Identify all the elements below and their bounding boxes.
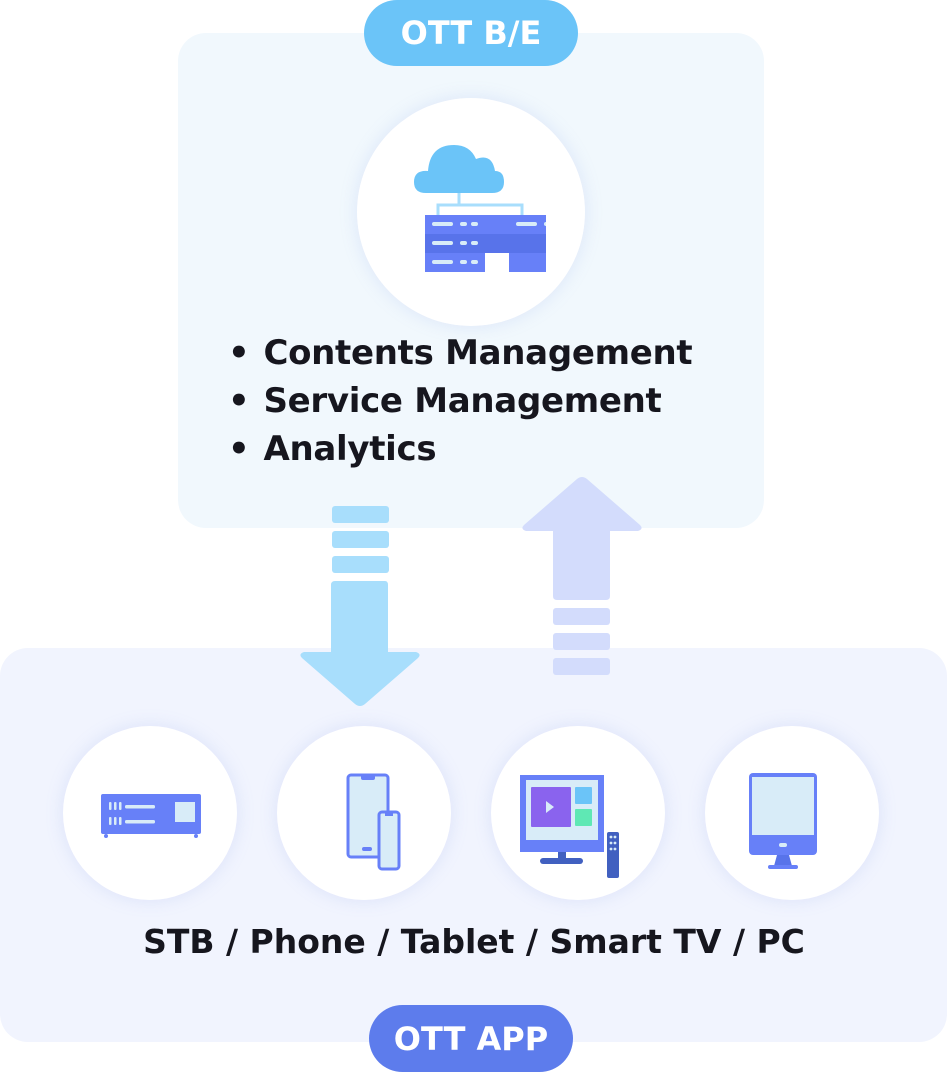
backend-icon-circle (357, 98, 585, 326)
feature-item: Service Management (228, 374, 692, 422)
backend-label: OTT B/E (364, 0, 578, 66)
cloud-servers-icon (414, 145, 546, 272)
down-arrow (300, 506, 420, 706)
feature-item: Analytics (228, 422, 692, 470)
smart-tv-icon (520, 775, 619, 878)
device-circle-stb (63, 726, 237, 900)
devices-caption: STB / Phone / Tablet / Smart TV / PC (143, 922, 805, 961)
phone-tablet-icon (346, 773, 401, 871)
feature-item: Contents Management (228, 326, 692, 374)
device-circle-smart-tv (491, 726, 665, 900)
device-circle-pc (705, 726, 879, 900)
up-arrow (522, 477, 642, 675)
app-label: OTT APP (369, 1005, 573, 1072)
set-top-box-icon (101, 794, 201, 838)
device-circle-phone-tablet (277, 726, 451, 900)
monitor-icon (749, 773, 817, 869)
backend-feature-list: Contents Management Service Management A… (228, 326, 692, 470)
